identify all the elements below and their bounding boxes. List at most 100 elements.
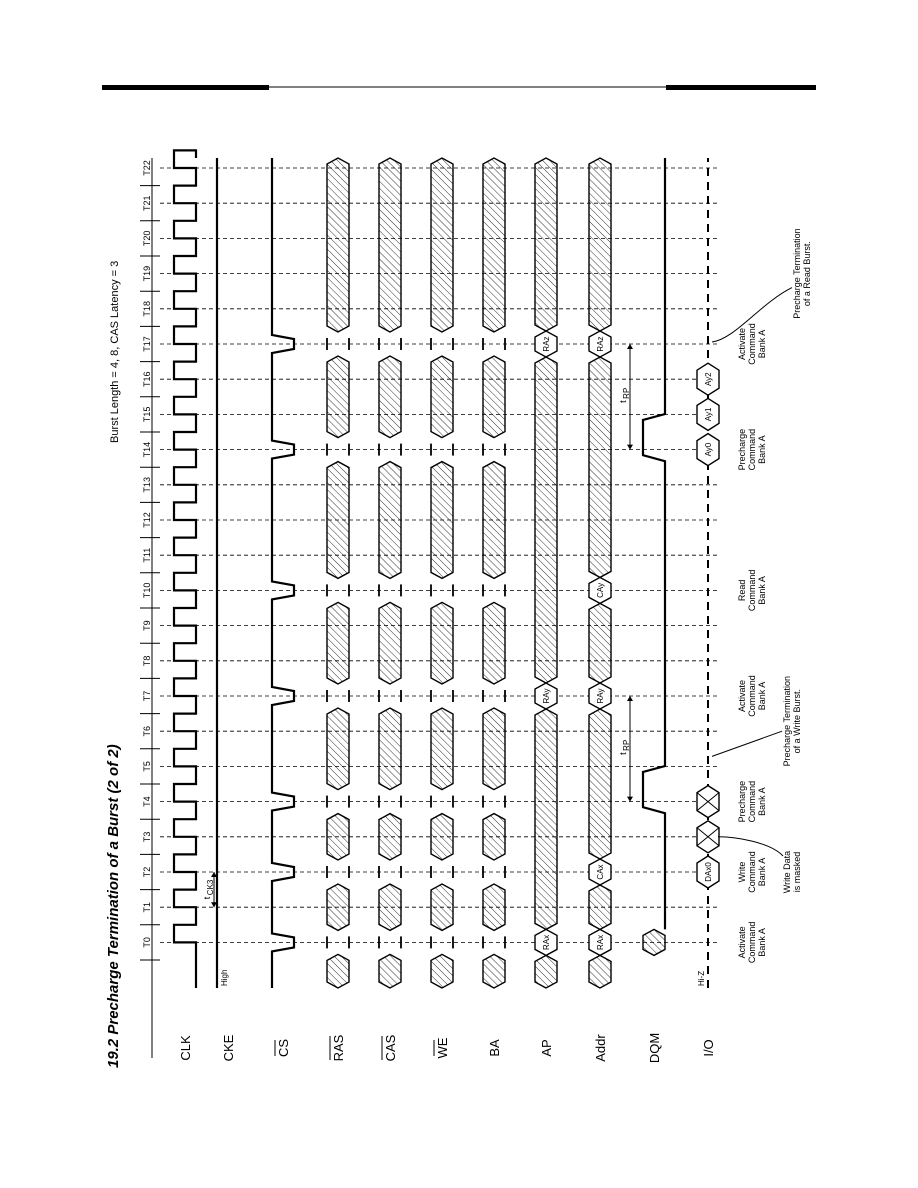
- command-line: Command: [747, 922, 757, 964]
- pt-read-note: of a Read Burst.: [802, 241, 812, 306]
- dont-care-region: [482, 601, 506, 685]
- dont-care-region: [430, 883, 454, 932]
- header-rule-left: [102, 85, 269, 90]
- dont-care-region: [326, 953, 350, 989]
- tick-label: T21: [142, 195, 152, 211]
- dont-care-region: [378, 157, 402, 333]
- dont-care-region: [588, 602, 612, 684]
- tick-label: T22: [142, 160, 152, 176]
- command-line: Bank A: [757, 787, 767, 816]
- arrow-head: [211, 872, 217, 877]
- dont-care-region: [482, 953, 506, 989]
- bus-value-box: [534, 330, 558, 358]
- signal-label-ba: BA: [487, 1039, 502, 1057]
- signal-label-cas: CAS: [383, 1034, 398, 1061]
- we-waveform: [430, 157, 454, 989]
- dont-care-region: [378, 601, 402, 685]
- signal-label-dqm: DQM: [647, 1033, 662, 1063]
- dont-care-region: [378, 707, 402, 791]
- write-masked-leader: [717, 836, 784, 857]
- tick-label: T11: [142, 548, 152, 563]
- cs-waveform: [270, 158, 296, 988]
- header-rule-right: [666, 85, 816, 90]
- trp-sub-label: RP: [622, 388, 631, 399]
- tick-column: T0T1T2T3T4T5T6T7T8T9T10T11T12T13T14T15T1…: [140, 158, 720, 1058]
- bus-value-label: RAx: [542, 935, 551, 950]
- dont-care-region: [588, 954, 612, 989]
- tick-label: T0: [142, 937, 152, 948]
- io-data-box: [696, 397, 720, 432]
- trp-sub-label: RP: [622, 740, 631, 751]
- signal-label-addr: Addr: [593, 1034, 608, 1062]
- arrow-head: [627, 344, 633, 349]
- tck-sub-label: CK3: [206, 879, 215, 895]
- dqm-initial-region: [642, 928, 666, 957]
- dont-care-region: [482, 707, 506, 791]
- dont-care-region: [378, 883, 402, 932]
- cke-high-label: High: [220, 970, 229, 986]
- signal-label-cs: CS: [276, 1039, 291, 1057]
- bus-value-label: CAy: [596, 583, 605, 598]
- tick-label: T18: [142, 301, 152, 317]
- pt-write-note: of a Write Burst.: [792, 689, 802, 753]
- tick-label: T1: [142, 902, 152, 913]
- dont-care-region: [430, 460, 454, 580]
- dont-care-region: [378, 355, 402, 439]
- tick-label: T9: [142, 620, 152, 631]
- bus-value-label: RAz: [596, 336, 605, 351]
- tick-label: T16: [142, 371, 152, 387]
- arrow-head: [627, 796, 633, 802]
- dont-care-region: [482, 157, 506, 333]
- tick-label: T17: [142, 336, 152, 352]
- command-line: Command: [747, 851, 757, 893]
- waveforms: HighRAxRAyRAzRAxCAxRAyCAyRAzHi-ZDAx0Ay0A…: [172, 149, 720, 989]
- dont-care-region: [326, 355, 350, 439]
- dont-care-region: [588, 157, 612, 332]
- signal-label-we: WE: [435, 1037, 450, 1058]
- tick-label: T10: [142, 583, 152, 599]
- dont-care-region: [430, 157, 454, 333]
- dont-care-region: [430, 601, 454, 685]
- dont-care-region: [430, 953, 454, 989]
- command-line: Bank A: [757, 576, 767, 605]
- io-mask-cross: [696, 827, 720, 847]
- dont-care-region: [430, 355, 454, 439]
- tick-label: T6: [142, 726, 152, 737]
- command-line: Bank A: [757, 928, 767, 957]
- io-data-box: [696, 362, 720, 397]
- command-line: Activate: [737, 328, 747, 360]
- dont-care-region: [378, 460, 402, 580]
- signal-label-ras: RAS: [331, 1034, 346, 1061]
- tick-label: T8: [142, 656, 152, 667]
- tick-label: T15: [142, 407, 152, 423]
- signal-label-clk: CLK: [178, 1035, 193, 1061]
- tick-label: T14: [142, 442, 152, 458]
- dont-care-region: [482, 460, 506, 580]
- io-data-label: DAx0: [704, 862, 713, 882]
- bus-value-box: [534, 682, 558, 710]
- signal-label-cke: CKE: [221, 1034, 236, 1061]
- dont-care-region: [534, 954, 558, 989]
- command-line: Read: [737, 580, 747, 602]
- trp-label: t: [618, 752, 628, 755]
- command-line: Write: [737, 862, 747, 883]
- dont-care-region: [534, 356, 558, 684]
- bus-value-box: [588, 330, 612, 358]
- bus-value-box: [588, 858, 612, 886]
- command-line: Precharge: [737, 429, 747, 471]
- io-data-label: Ay1: [704, 407, 713, 421]
- signal-label-ap: AP: [539, 1039, 554, 1056]
- pt-read-note: Precharge Termination: [792, 228, 802, 318]
- io-data-label: Ay0: [704, 442, 713, 456]
- command-line: Activate: [737, 926, 747, 958]
- tick-label: T12: [142, 512, 152, 528]
- bus-value-box: [588, 682, 612, 710]
- command-line: Activate: [737, 680, 747, 712]
